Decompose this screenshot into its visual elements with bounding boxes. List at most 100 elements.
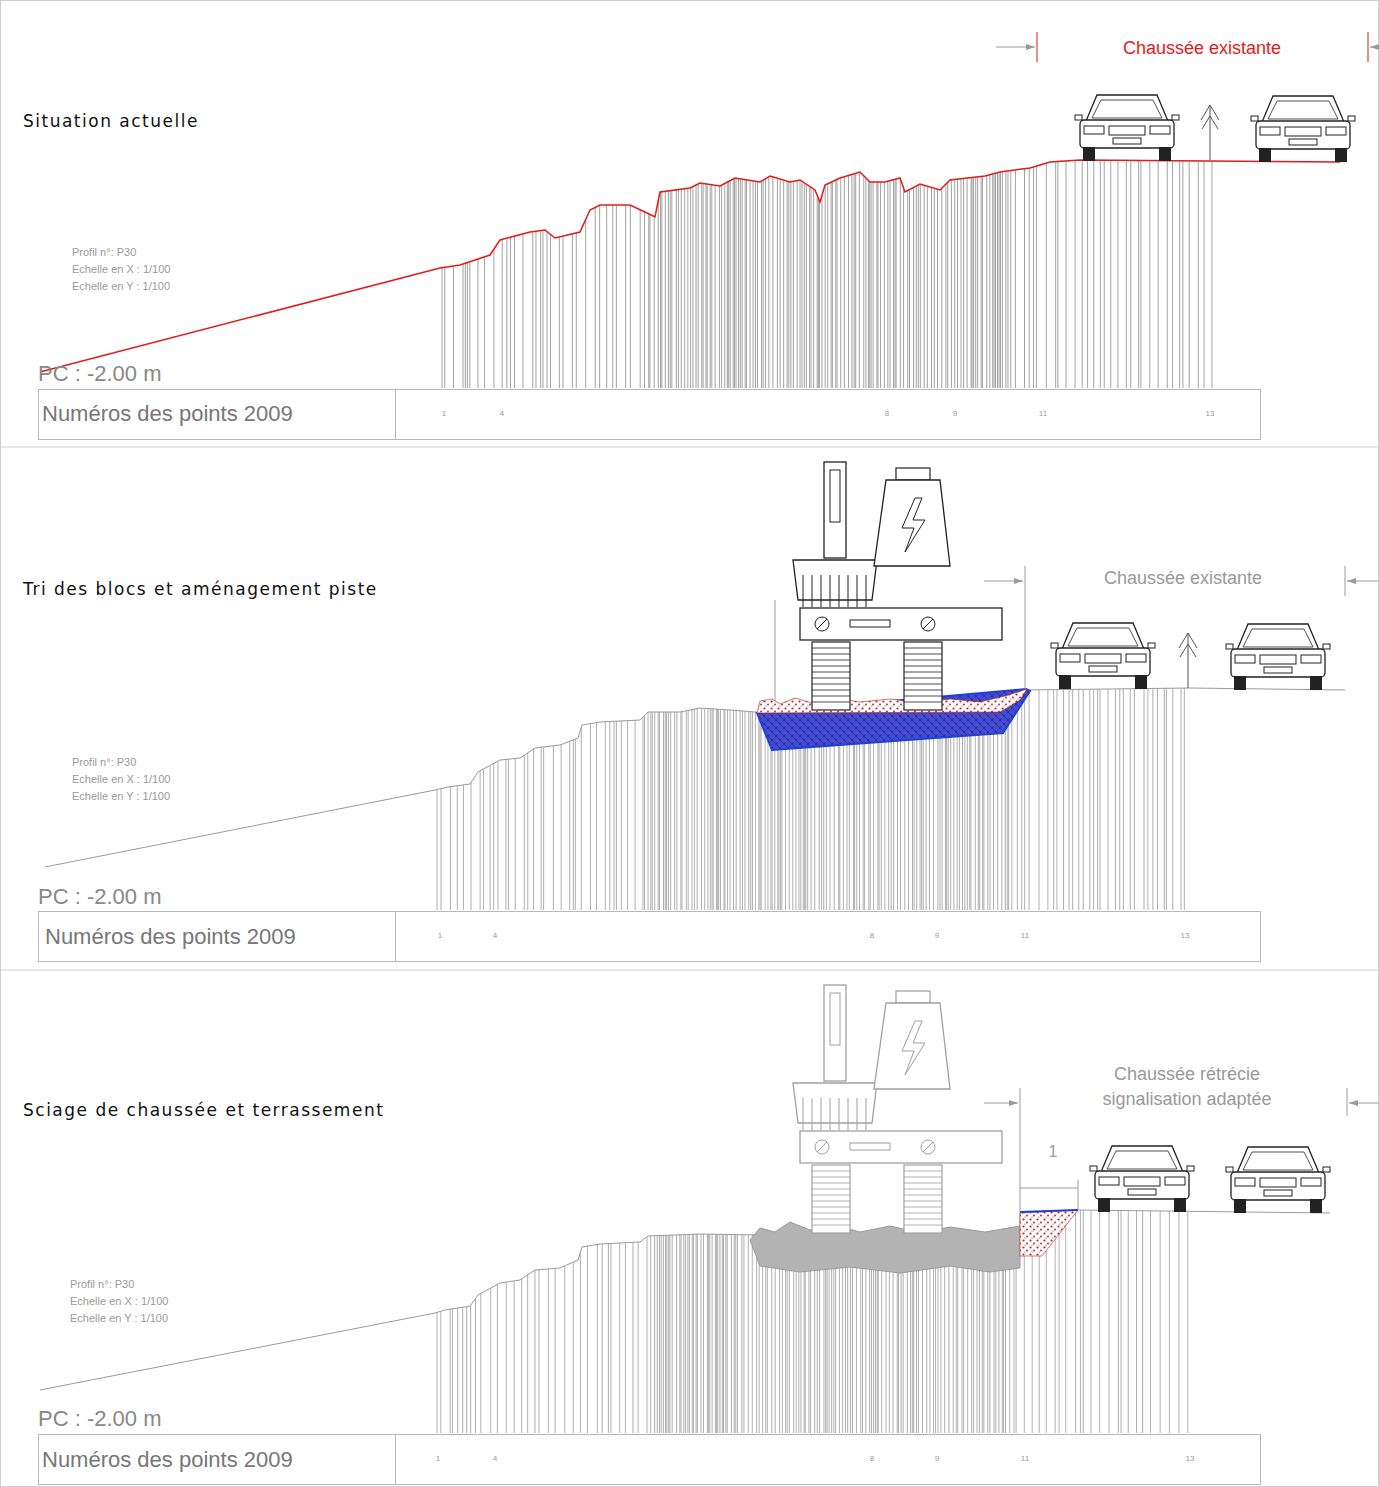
panel-sawing xyxy=(39,985,1379,1485)
rock-hatch xyxy=(465,263,466,388)
rock-hatch xyxy=(657,1236,658,1433)
rock-hatch xyxy=(1108,689,1109,910)
reference-level: PC : -2.00 m xyxy=(38,884,161,910)
car-wheel xyxy=(1159,147,1171,161)
rock-hatch xyxy=(863,176,864,388)
rock-hatch xyxy=(780,179,781,388)
rock-hatch xyxy=(1160,1211,1161,1433)
rock-hatch xyxy=(746,180,747,388)
rock-hatch xyxy=(730,181,731,388)
rock-hatch xyxy=(686,711,687,910)
rock-hatch xyxy=(903,188,904,388)
car-grille xyxy=(1285,127,1321,136)
rock-hatch xyxy=(734,178,735,388)
rock-hatch xyxy=(848,175,849,388)
rock-hatch xyxy=(1007,706,1008,910)
rock-hatch xyxy=(1150,1211,1151,1433)
rock-hatch xyxy=(797,181,798,388)
lightning-symbol xyxy=(902,498,925,552)
rock-hatch xyxy=(514,236,515,388)
arrow-head xyxy=(1026,44,1035,50)
rock-hatch xyxy=(522,234,523,388)
excavator-track xyxy=(812,642,850,710)
rock-hatch xyxy=(1066,161,1067,388)
car-plate xyxy=(1264,1190,1292,1196)
rock-hatch xyxy=(873,182,874,388)
rock-hatch xyxy=(723,710,724,910)
step-title: Sciage de chaussée et terrassement xyxy=(23,1100,384,1120)
rock-hatch xyxy=(599,205,600,388)
car-light xyxy=(1150,126,1170,134)
rock-hatch xyxy=(989,712,990,910)
rock-hatch xyxy=(851,174,852,388)
rock-hatch xyxy=(701,708,702,910)
point-number: 9 xyxy=(935,1454,939,1464)
rock-hatch xyxy=(679,1235,680,1433)
car-wheel xyxy=(1135,675,1147,689)
rock-hatch xyxy=(967,712,968,910)
rock-hatch xyxy=(502,239,503,388)
rock-hatch xyxy=(813,189,814,388)
rock-hatch xyxy=(957,179,958,388)
rock-hatch xyxy=(490,1288,491,1433)
rock-hatch xyxy=(635,720,636,910)
extent-tick xyxy=(1025,566,1026,689)
rock-hatch xyxy=(832,182,833,388)
rock-hatch xyxy=(929,712,930,910)
table-divider xyxy=(395,389,396,439)
excavator-arm xyxy=(824,985,846,1081)
rock-hatch xyxy=(893,180,894,388)
rock-hatch xyxy=(755,712,756,910)
rock-hatch xyxy=(975,177,976,388)
rock-hatch xyxy=(506,238,507,388)
rock-hatch xyxy=(973,177,974,388)
rock-hatch xyxy=(521,1279,522,1433)
excavator-bucket xyxy=(793,1083,877,1123)
car-light xyxy=(1099,1177,1119,1185)
rock-hatch xyxy=(1123,689,1124,910)
rock-hatch xyxy=(887,181,888,388)
car-wheel xyxy=(1335,148,1347,162)
rock-hatch xyxy=(539,1270,540,1433)
car-front xyxy=(1075,95,1179,161)
car-grille xyxy=(1260,1178,1296,1187)
rock-hatch xyxy=(602,1244,603,1433)
extent-tick xyxy=(1368,32,1369,62)
car-plate xyxy=(1128,1189,1156,1195)
rock-hatch xyxy=(532,232,533,388)
rock-hatch xyxy=(1082,160,1083,388)
rock-hatch xyxy=(1017,697,1018,910)
car-light xyxy=(1235,1178,1255,1186)
rock-hatch xyxy=(707,709,708,910)
car-light xyxy=(1301,1178,1321,1186)
rock-hatch xyxy=(697,709,698,910)
rock-hatch xyxy=(625,1243,626,1433)
rock-hatch xyxy=(663,1235,664,1433)
rock-hatch xyxy=(1130,689,1131,910)
rock-hatch xyxy=(733,179,734,388)
rock-hatch xyxy=(497,761,498,910)
rock-hatch xyxy=(1001,710,1002,910)
rock-hatch xyxy=(716,1234,717,1433)
rock-hatch xyxy=(716,709,717,910)
rock-hatch xyxy=(708,1234,709,1433)
hydraulic-ram xyxy=(830,470,840,522)
rock-hatch xyxy=(982,712,983,910)
rock-hatch xyxy=(1033,167,1034,388)
rock-hatch xyxy=(688,710,689,910)
rock-hatch xyxy=(698,184,699,388)
rock-hatch xyxy=(742,179,743,388)
profile-note: Echelle en X : 1/100 xyxy=(72,263,170,276)
car-front xyxy=(1226,1147,1330,1213)
excavator-body xyxy=(800,608,1002,640)
profile-note: Profil n°: P30 xyxy=(70,1278,134,1291)
rock-hatch xyxy=(982,176,983,388)
rock-hatch xyxy=(728,181,729,388)
rock-hatch xyxy=(1128,1211,1129,1433)
rock-hatch xyxy=(713,709,714,910)
car-plate xyxy=(1289,139,1317,145)
reference-level: PC : -2.00 m xyxy=(38,1406,161,1432)
rock-hatch xyxy=(665,712,666,910)
rock-hatch xyxy=(868,180,869,388)
